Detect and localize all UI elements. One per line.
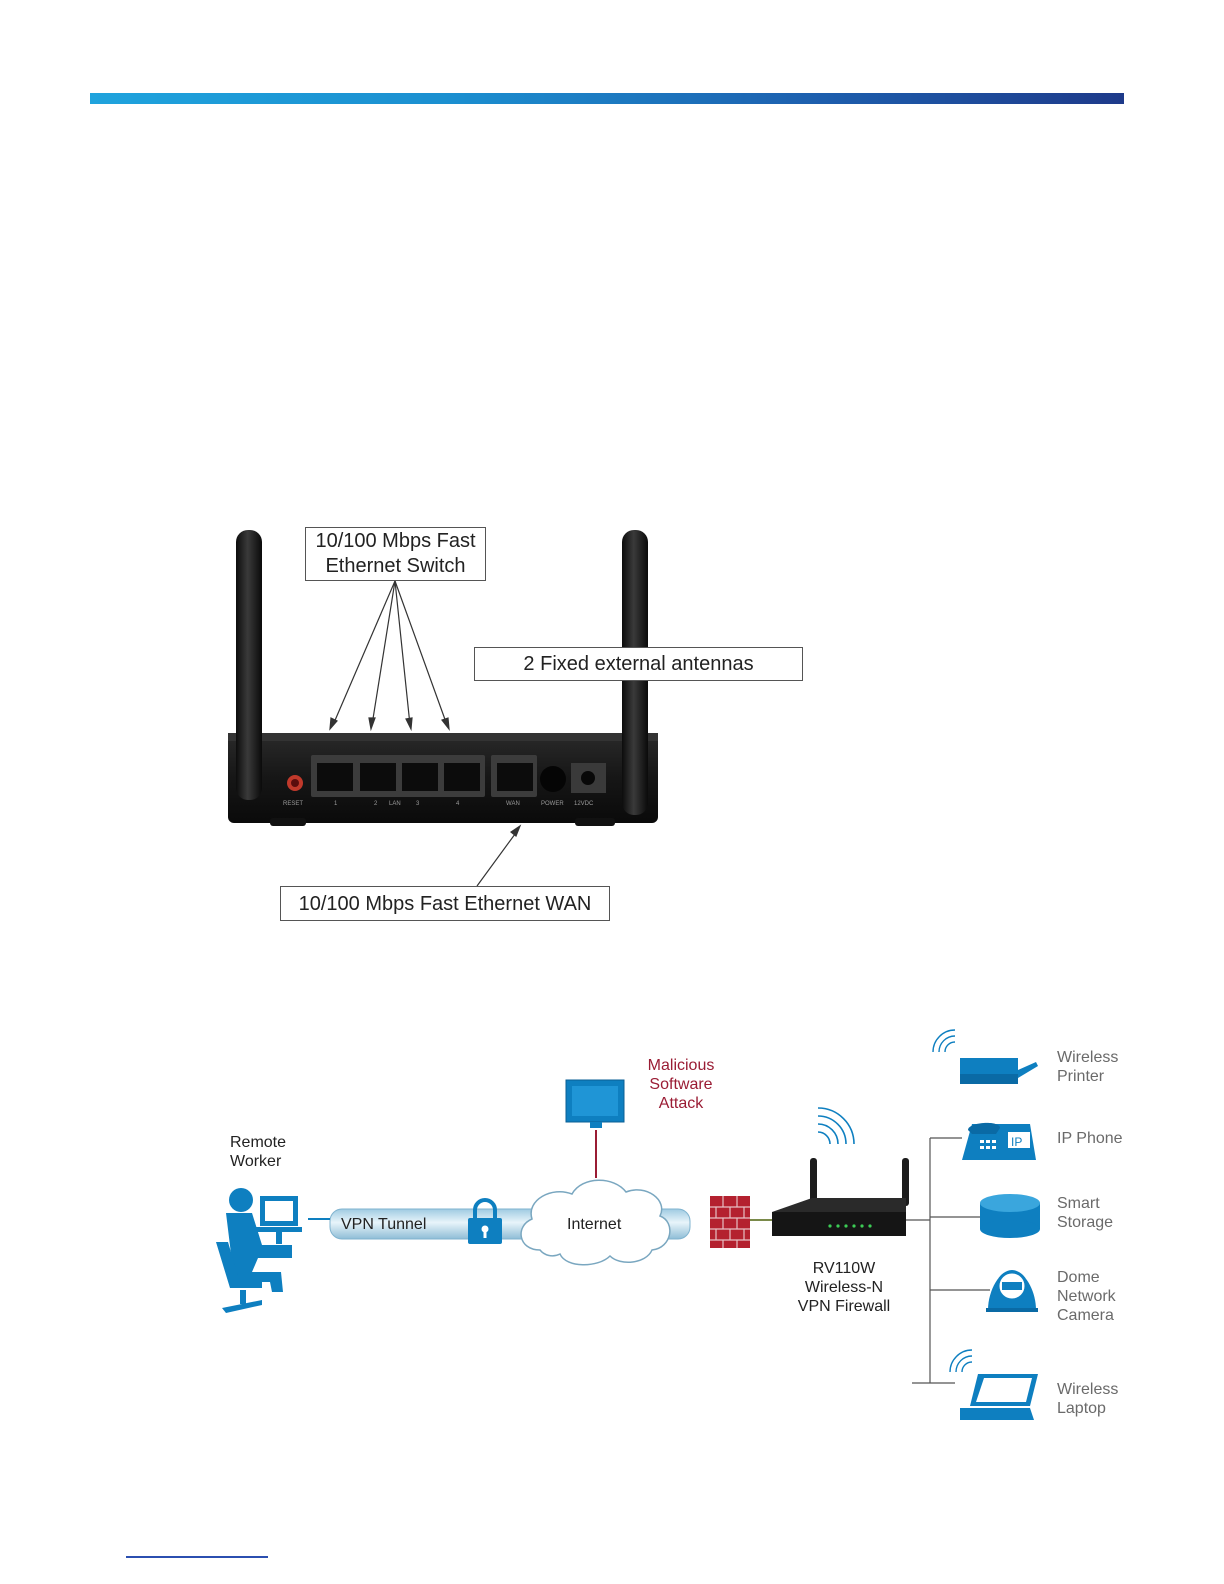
camera-label-line1: Dome bbox=[1057, 1268, 1116, 1287]
lan-bus bbox=[906, 1138, 990, 1383]
printer-label-line1: Wireless bbox=[1057, 1048, 1118, 1067]
remote-worker-label: Remote Worker bbox=[230, 1133, 286, 1171]
storage-label-line1: Smart bbox=[1057, 1194, 1113, 1213]
internet-label: Internet bbox=[567, 1215, 621, 1234]
router-label: RV110W Wireless-N VPN Firewall bbox=[790, 1259, 898, 1316]
malicious-line3: Attack bbox=[634, 1094, 728, 1113]
wireless-printer-icon bbox=[960, 1058, 1038, 1084]
lock-icon bbox=[468, 1200, 502, 1244]
wireless-printer-label: Wireless Printer bbox=[1057, 1048, 1118, 1086]
malicious-line2: Software bbox=[634, 1075, 728, 1094]
laptop-wifi-icon bbox=[950, 1350, 972, 1372]
remote-worker-icon bbox=[216, 1188, 302, 1313]
phone-label-line1: IP Phone bbox=[1057, 1129, 1123, 1148]
footer-link-rule bbox=[126, 1556, 268, 1558]
wireless-laptop-icon bbox=[960, 1374, 1038, 1420]
printer-wifi-icon bbox=[933, 1030, 955, 1052]
router-label-line1: RV110W bbox=[790, 1259, 898, 1278]
wireless-laptop-label: Wireless Laptop bbox=[1057, 1380, 1118, 1418]
router-label-line3: VPN Firewall bbox=[790, 1297, 898, 1316]
attacker-monitor-icon bbox=[566, 1080, 624, 1128]
firewall-icon bbox=[710, 1196, 750, 1248]
camera-label-line2: Network bbox=[1057, 1287, 1116, 1306]
storage-label-line2: Storage bbox=[1057, 1213, 1113, 1232]
router-wifi-icon bbox=[818, 1108, 854, 1144]
smart-storage-icon bbox=[980, 1194, 1040, 1238]
laptop-label-line1: Wireless bbox=[1057, 1380, 1118, 1399]
dome-camera-icon bbox=[986, 1270, 1038, 1312]
smart-storage-label: Smart Storage bbox=[1057, 1194, 1113, 1232]
dome-camera-label: Dome Network Camera bbox=[1057, 1268, 1116, 1325]
rv110w-router-icon bbox=[772, 1158, 909, 1236]
remote-worker-line2: Worker bbox=[230, 1152, 286, 1171]
router-label-line2: Wireless-N bbox=[790, 1278, 898, 1297]
malicious-line1: Malicious bbox=[634, 1056, 728, 1075]
malicious-attack-label: Malicious Software Attack bbox=[634, 1056, 728, 1113]
ip-phone-label: IP Phone bbox=[1057, 1129, 1123, 1148]
laptop-label-line2: Laptop bbox=[1057, 1399, 1118, 1418]
vpn-tunnel-label: VPN Tunnel bbox=[341, 1215, 426, 1234]
ip-badge: IP bbox=[1011, 1135, 1022, 1149]
remote-worker-line1: Remote bbox=[230, 1133, 286, 1152]
camera-label-line3: Camera bbox=[1057, 1306, 1116, 1325]
ip-phone-icon bbox=[962, 1123, 1036, 1160]
printer-label-line2: Printer bbox=[1057, 1067, 1118, 1086]
